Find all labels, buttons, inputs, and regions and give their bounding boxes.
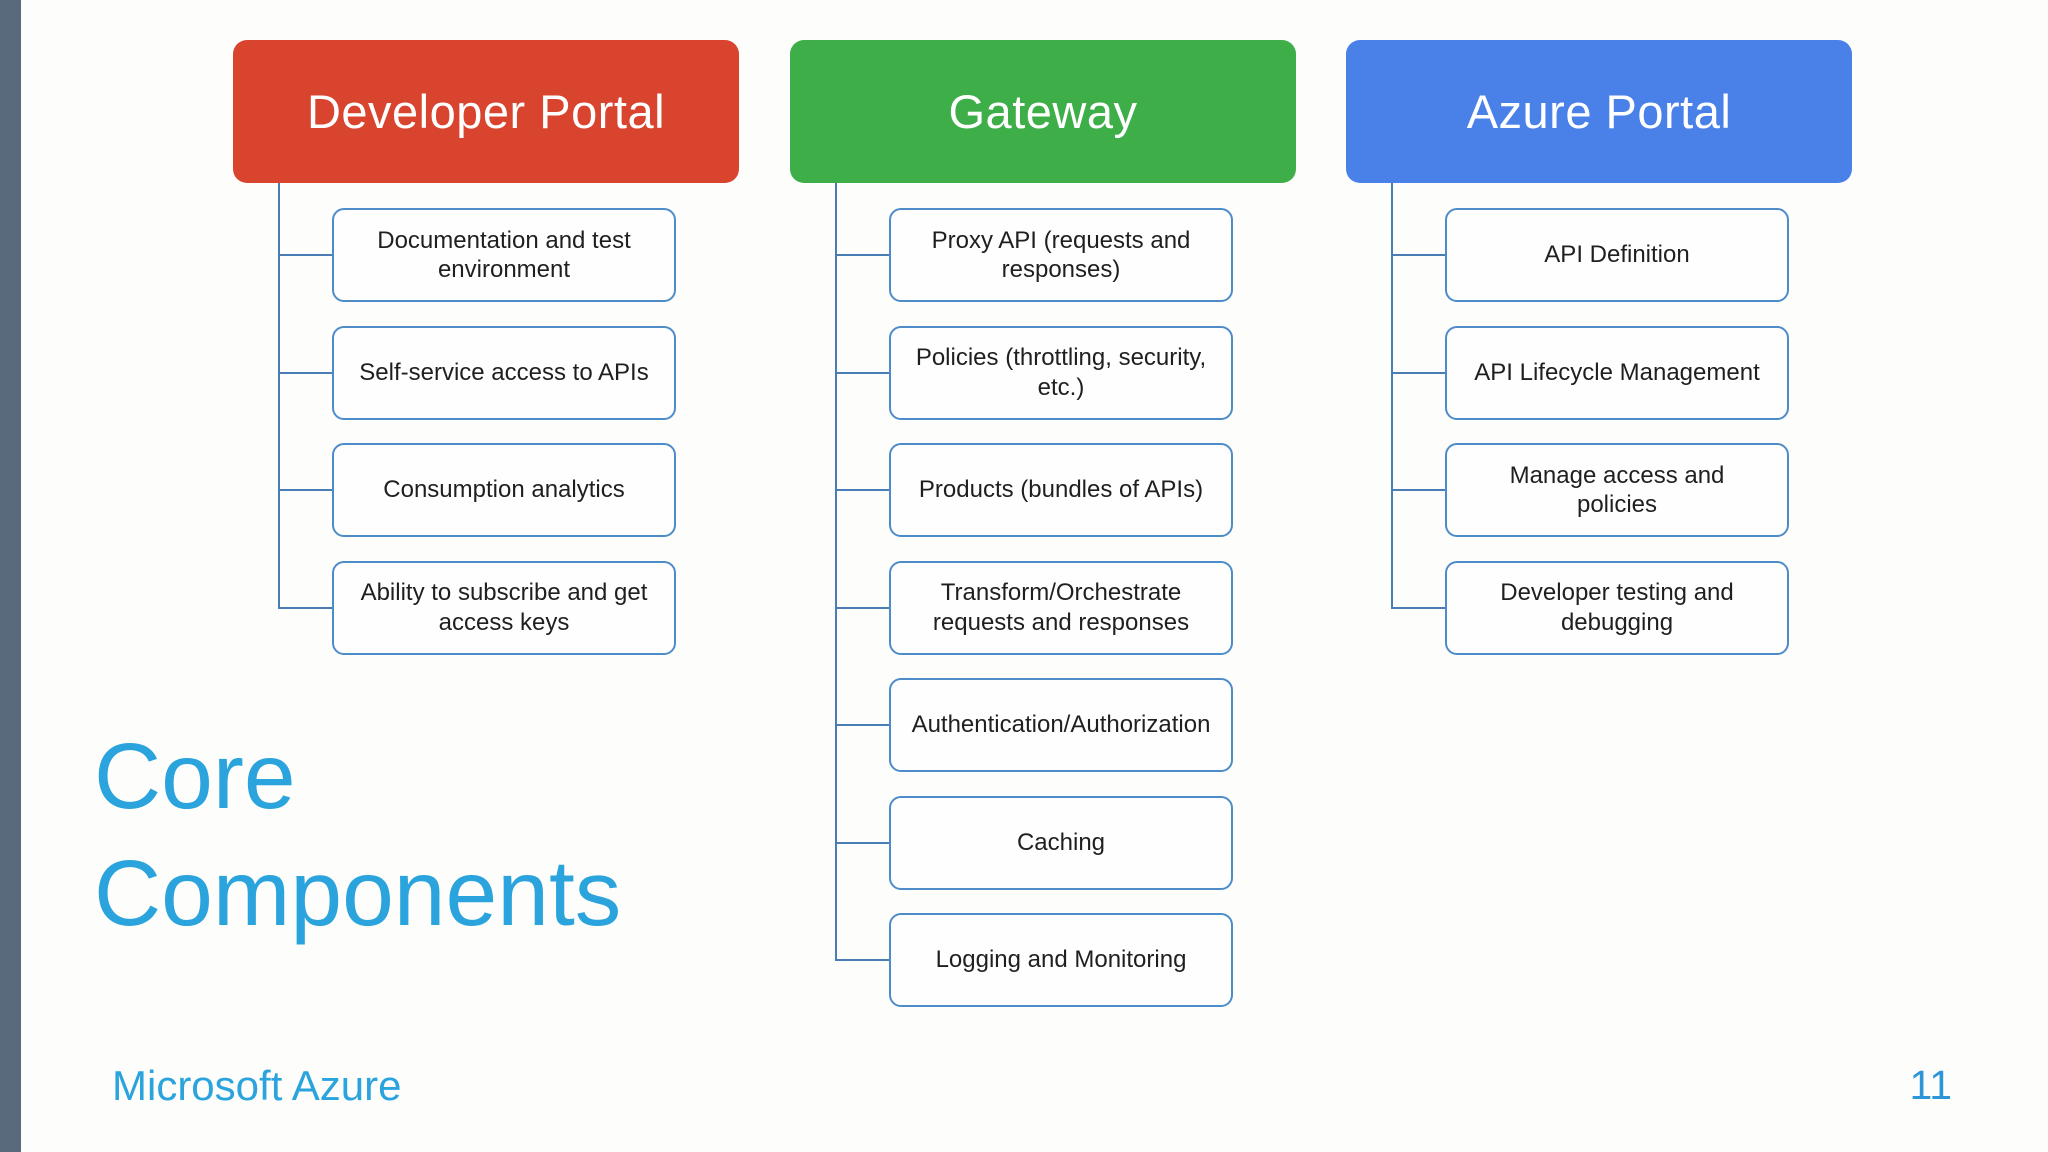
azure-portal-items: API Definition API Lifecycle Management … <box>1391 208 1789 655</box>
gateway-column: Gateway Proxy API (requests and response… <box>790 40 1296 1007</box>
developer-portal-header: Developer Portal <box>233 40 739 183</box>
microsoft-azure-footer: Microsoft Azure <box>112 1062 402 1109</box>
page-number: 11 <box>1909 1062 1952 1108</box>
tree-node: Developer testing and debugging <box>1391 560 1789 655</box>
tree-node: Self-service access to APIs <box>278 325 676 420</box>
tree-node: Consumption analytics <box>278 443 676 537</box>
developer-portal-items: Documentation and test environment Self-… <box>278 208 676 655</box>
azure-portal-header: Azure Portal <box>1346 40 1852 183</box>
tree-node: Ability to subscribe and get access keys <box>278 560 676 655</box>
tree-node: Authentication/Authorization <box>835 678 1233 772</box>
developer-portal-column: Developer Portal Documentation and test … <box>233 40 739 655</box>
tree-node: Documentation and test environment <box>278 208 676 302</box>
tree-node: API Definition <box>1391 208 1789 302</box>
azure-portal-column: Azure Portal API Definition API Lifecycl… <box>1346 40 1852 655</box>
window-edge-bar <box>0 0 21 1152</box>
tree-node: Manage access and policies <box>1391 443 1789 537</box>
tree-node: API Lifecycle Management <box>1391 325 1789 420</box>
tree-node: Proxy API (requests and responses) <box>835 208 1233 302</box>
connector-line <box>835 183 837 960</box>
gateway-header: Gateway <box>790 40 1296 183</box>
tree-node: Products (bundles of APIs) <box>835 443 1233 537</box>
gateway-items: Proxy API (requests and responses) Polic… <box>835 208 1233 1007</box>
tree-node: Policies (throttling, security, etc.) <box>835 325 1233 420</box>
tree-node: Caching <box>835 795 1233 890</box>
tree-node: Transform/Orchestrate requests and respo… <box>835 560 1233 655</box>
tree-node: Logging and Monitoring <box>835 913 1233 1007</box>
connector-line <box>278 183 280 608</box>
slide-title: Core Components <box>94 724 622 946</box>
connector-line <box>1391 183 1393 608</box>
